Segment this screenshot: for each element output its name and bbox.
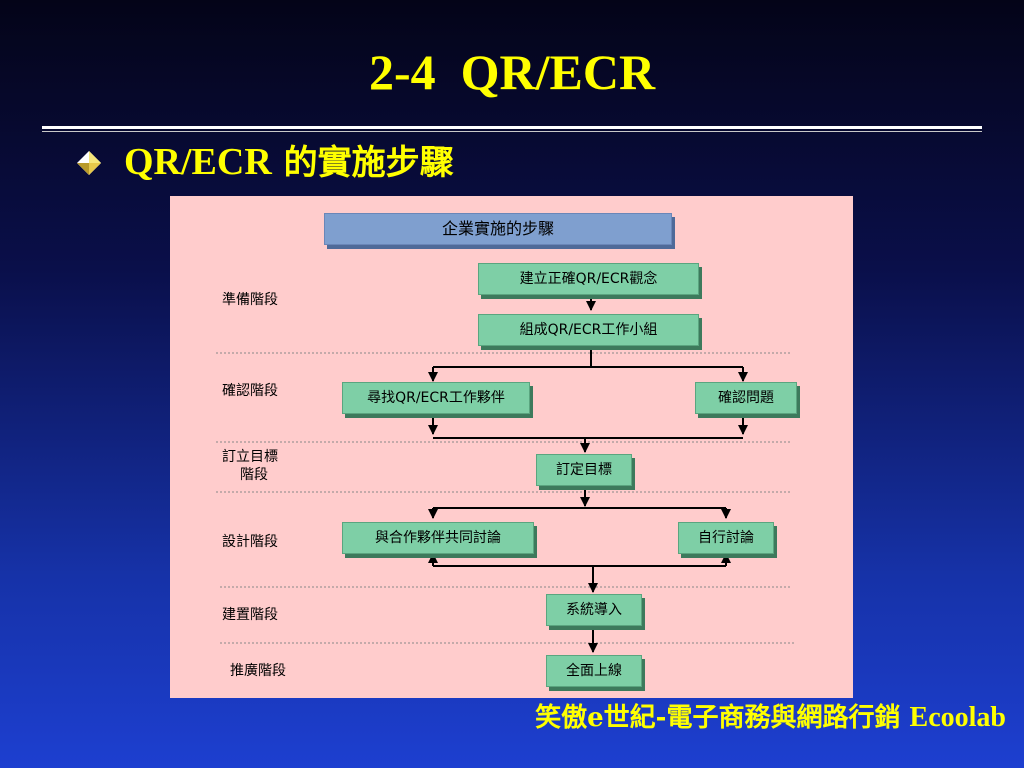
stage-label-build: 建置階段: [222, 607, 278, 623]
step-box-goal: 訂定目標: [536, 454, 632, 486]
stage-label-confirm: 確認階段: [222, 383, 278, 399]
stage-label-target: 訂立目標 階段: [222, 448, 292, 484]
slide-footer: 笑傲e世紀-電子商務與網路行銷 Ecoolab: [535, 700, 1006, 736]
step-box-issues: 確認問題: [695, 382, 797, 414]
section-heading-cjk: 的實施步驟: [283, 143, 454, 183]
diagram-header: 企業實施的步驟: [324, 213, 672, 245]
step-box-self: 自行討論: [678, 522, 774, 554]
step-box-import: 系統導入: [546, 594, 642, 626]
step-box-concept: 建立正確QR/ECR觀念: [478, 263, 699, 295]
stage-label-prepare: 準備階段: [222, 292, 278, 308]
footer-cjk: 笑傲e世紀-電子商務與網路行銷: [535, 703, 901, 733]
section-heading-latin: QR/ECR: [124, 141, 272, 183]
title-divider-thin: [42, 131, 982, 132]
title-divider: [42, 126, 982, 129]
stage-label-design: 設計階段: [222, 534, 278, 550]
step-box-partner: 尋找QR/ECR工作夥伴: [342, 382, 530, 414]
step-box-rollout: 全面上線: [546, 655, 642, 687]
stage-label-target-line2: 階段: [240, 467, 268, 483]
flow-arrows: [428, 299, 748, 653]
diagram-connectors: [216, 299, 796, 653]
diamond-bullet-icon: [77, 151, 101, 175]
stage-label-promote: 推廣階段: [230, 663, 286, 679]
step-box-joint: 與合作夥伴共同討論: [342, 522, 534, 554]
stage-label-target-line1: 訂立目標: [222, 449, 278, 465]
slide-title: 2-4 QR/ECR: [368, 44, 656, 100]
process-diagram: 企業實施的步驟 準備階段 確認階段 訂立目標 階段 設計階段 建置階段 推廣階段…: [170, 196, 853, 698]
section-heading: QR/ECR 的實施步驟: [124, 140, 454, 185]
stage-separators: [216, 352, 796, 644]
step-box-team: 組成QR/ECR工作小組: [478, 314, 699, 346]
footer-brand: Ecoolab: [909, 702, 1006, 733]
